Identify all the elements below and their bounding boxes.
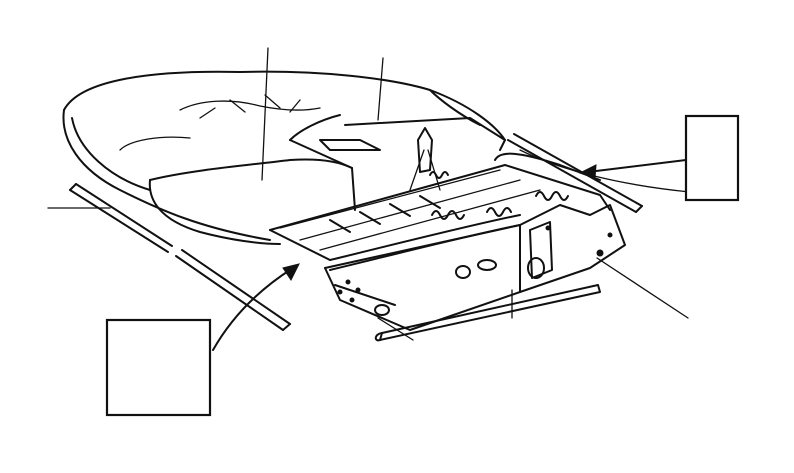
callout-box-right [684, 114, 740, 202]
springs [429, 171, 569, 220]
spring-icon [431, 210, 465, 220]
slide-rails [69, 133, 691, 342]
callout-box-left [105, 318, 212, 417]
seat-cushion [62, 70, 506, 245]
callout-left [105, 263, 300, 417]
seat-frame [269, 127, 626, 331]
spring-icon [486, 207, 512, 217]
arrow-icon [587, 159, 687, 173]
spring-icon [535, 191, 569, 201]
spring-icon [429, 171, 449, 179]
leader-lines-bottom [377, 257, 689, 341]
arrow-icon [212, 267, 294, 351]
callout-right [578, 114, 740, 202]
